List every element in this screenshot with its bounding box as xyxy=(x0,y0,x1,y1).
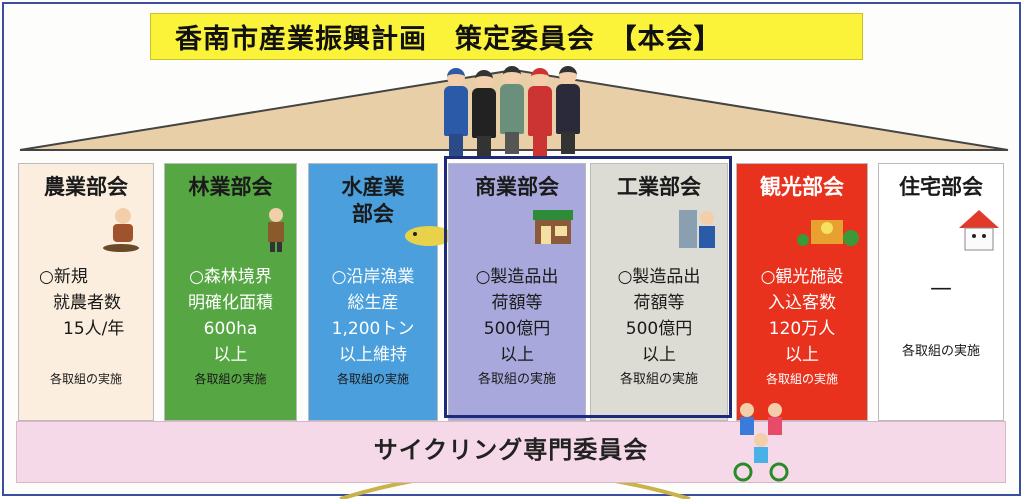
tourism-icon xyxy=(797,220,859,246)
highlight-box xyxy=(444,156,732,418)
section-line: ○沿岸漁業 xyxy=(331,267,415,287)
section-line: 1,200トン xyxy=(331,319,415,339)
section-note: 各取組の実施 xyxy=(477,372,556,387)
section-title: 水産業 xyxy=(341,175,405,199)
section-line: 15人/年 xyxy=(63,319,125,339)
section-line: 以上 xyxy=(785,345,819,365)
section-line: ○森林境界 xyxy=(189,267,272,287)
farmer-icon xyxy=(103,208,139,252)
section-line: ○製造品出 xyxy=(617,267,701,287)
section-line: 以上 xyxy=(642,345,676,365)
cycling-committee-title: サイクリング専門委員会 xyxy=(373,436,649,464)
section-line: 120万人 xyxy=(768,319,836,339)
section-title: 商業部会 xyxy=(475,175,559,199)
section-line: 荷額等 xyxy=(491,293,543,313)
section-note: 各取組の実施 xyxy=(901,344,980,359)
factory-worker-icon xyxy=(679,210,715,248)
section-line: 以上 xyxy=(500,345,534,365)
section-agriculture: 農業部会 ○新規 就農者数 15人/年 各取組の実施 xyxy=(18,163,154,421)
section-line: 以上維持 xyxy=(339,345,407,365)
section-line: 就農者数 xyxy=(53,293,121,313)
section-title: 農業部会 xyxy=(44,175,128,199)
section-note: 各取組の実施 xyxy=(336,372,409,386)
section-line: ○観光施設 xyxy=(760,267,844,287)
section-title: 部会 xyxy=(352,202,394,226)
section-line: 総生産 xyxy=(347,293,399,313)
section-forestry: 林業部会 ○森林境界 明確化面積 600ha 以上 各取組の実施 xyxy=(164,163,297,421)
section-line: ○製造品出 xyxy=(475,267,559,287)
section-commerce: 商業部会 ○製造品出 荷額等 500億円 以上 各取組の実施 xyxy=(448,163,586,421)
title-banner: 香南市産業振興計画 策定委員会 【本会】 xyxy=(150,13,863,60)
house-icon xyxy=(959,210,999,251)
section-line: 入込客数 xyxy=(768,293,836,313)
section-line: 600ha xyxy=(203,319,258,339)
section-housing: 住宅部会 — 各取組の実施 xyxy=(878,163,1004,421)
section-line: 荷額等 xyxy=(633,293,685,313)
page-title: 香南市産業振興計画 策定委員会 【本会】 xyxy=(175,24,722,55)
cyclists-icon xyxy=(733,403,789,482)
section-title: 林業部会 xyxy=(188,175,273,199)
section-line: — xyxy=(930,276,952,301)
section-note: 各取組の実施 xyxy=(49,372,122,386)
shop-icon xyxy=(533,210,573,244)
section-title: 住宅部会 xyxy=(899,175,983,199)
section-tourism: 観光部会 ○観光施設 入込客数 120万人 以上 各取組の実施 xyxy=(736,163,868,421)
section-note: 各取組の実施 xyxy=(619,372,698,387)
section-note: 各取組の実施 xyxy=(194,372,267,386)
committee-people-icon xyxy=(440,62,588,158)
section-line: ○新規 xyxy=(39,267,88,287)
section-line: 500億円 xyxy=(483,319,551,339)
cycling-committee-band: サイクリング専門委員会 xyxy=(16,403,1006,483)
section-title: 観光部会 xyxy=(760,175,844,199)
section-title: 工業部会 xyxy=(617,175,701,199)
forester-icon xyxy=(268,208,284,252)
section-line: 500億円 xyxy=(625,319,693,339)
section-note: 各取組の実施 xyxy=(765,372,838,386)
section-line: 以上 xyxy=(213,345,248,365)
section-line: 明確化面積 xyxy=(188,293,273,313)
section-fisheries: 水産業 部会 ○沿岸漁業 総生産 1,200トン 以上維持 各取組の実施 xyxy=(308,163,465,421)
section-industry: 工業部会 ○製造品出 荷額等 500億円 以上 各取組の実施 xyxy=(590,163,728,421)
